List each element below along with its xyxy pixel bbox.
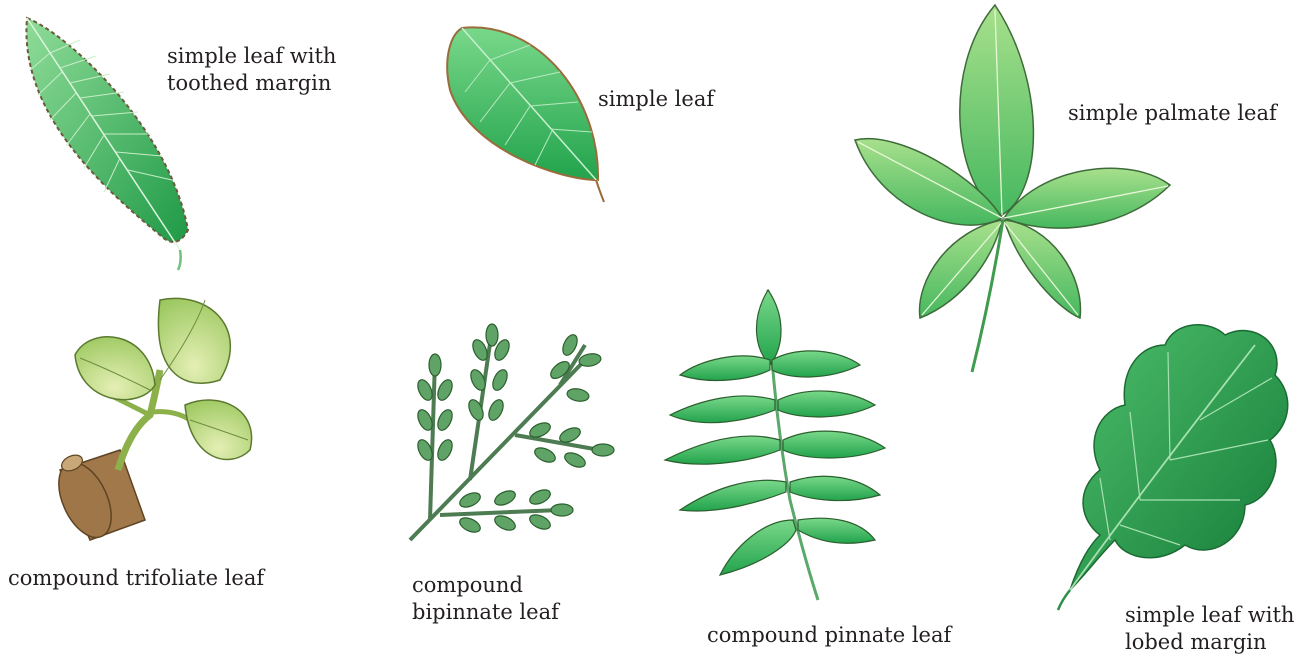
label-line: simple leaf with [1125, 602, 1294, 629]
simple-leaf-illustration [447, 27, 604, 202]
trifoliate-leaf-illustration [48, 298, 251, 545]
label-line: bipinnate leaf [412, 599, 559, 626]
label-lobed-leaf: simple leaf with lobed margin [1125, 602, 1294, 656]
label-toothed-leaf: simple leaf with toothed margin [167, 43, 336, 97]
label-line: lobed margin [1125, 629, 1294, 656]
lobed-leaf-illustration [1058, 325, 1288, 610]
label-line: toothed margin [167, 70, 336, 97]
label-line: compound pinnate leaf [707, 622, 951, 649]
label-pinnate-leaf: compound pinnate leaf [707, 622, 951, 649]
label-line: simple leaf with [167, 43, 336, 70]
label-line: compound trifoliate leaf [8, 565, 264, 592]
label-palmate-leaf: simple palmate leaf [1068, 100, 1277, 127]
pinnate-leaf-illustration [665, 290, 885, 600]
label-simple-leaf: simple leaf [598, 86, 714, 113]
palmate-leaf-illustration [855, 5, 1170, 372]
label-line: simple palmate leaf [1068, 100, 1277, 127]
label-bipinnate-leaf: compound bipinnate leaf [412, 572, 559, 626]
label-trifoliate-leaf: compound trifoliate leaf [8, 565, 264, 592]
toothed-leaf-illustration [26, 18, 188, 270]
bipinnate-leaf-illustration [410, 324, 614, 540]
label-line: compound [412, 572, 559, 599]
label-line: simple leaf [598, 86, 714, 113]
